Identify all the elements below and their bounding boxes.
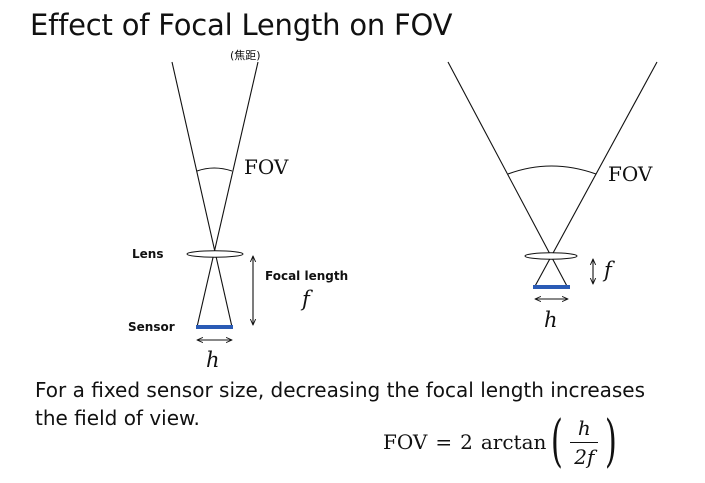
- right-camera-diagram: FOV f h: [447, 61, 658, 332]
- title-annotation: (焦距): [230, 49, 261, 62]
- right-fov-arc: [507, 165, 597, 175]
- right-fov-label: FOV: [608, 162, 653, 186]
- left-camera-diagram: FOV Lens Focal length f Sensor h: [128, 61, 348, 372]
- right-ray-2: [533, 61, 658, 289]
- formula-function: arctan: [480, 430, 547, 454]
- right-lens: [524, 252, 578, 260]
- focal-length-label: Focal length: [265, 269, 348, 283]
- left-f-label: f: [300, 287, 313, 311]
- formula-lhs: FOV: [383, 430, 428, 454]
- formula-denominator: 2f: [570, 441, 599, 469]
- right-f-label: f: [602, 258, 615, 282]
- left-lens: [186, 250, 244, 258]
- formula-coefficient: 2: [460, 430, 473, 454]
- caption-text: For a fixed sensor size, decreasing the …: [35, 378, 646, 430]
- formula-equals: =: [435, 430, 453, 454]
- right-ray-1: [447, 61, 569, 289]
- lens-label: Lens: [132, 247, 163, 261]
- formula-left-paren: (: [551, 409, 564, 474]
- right-h-label: h: [544, 308, 558, 332]
- left-ray-2: [196, 61, 259, 328]
- page-title: Effect of Focal Length on FOV: [30, 8, 453, 42]
- formula-right-paren: ): [605, 409, 618, 474]
- left-h-label: h: [206, 348, 220, 372]
- left-fov-arc: [196, 167, 233, 172]
- left-fov-label: FOV: [244, 155, 289, 179]
- fov-formula: FOV = 2 arctan ( h 2f ): [383, 407, 622, 477]
- left-ray-1: [171, 61, 233, 328]
- formula-fraction: h 2f: [570, 415, 599, 469]
- formula-numerator: h: [577, 415, 591, 440]
- sensor-label: Sensor: [128, 320, 175, 334]
